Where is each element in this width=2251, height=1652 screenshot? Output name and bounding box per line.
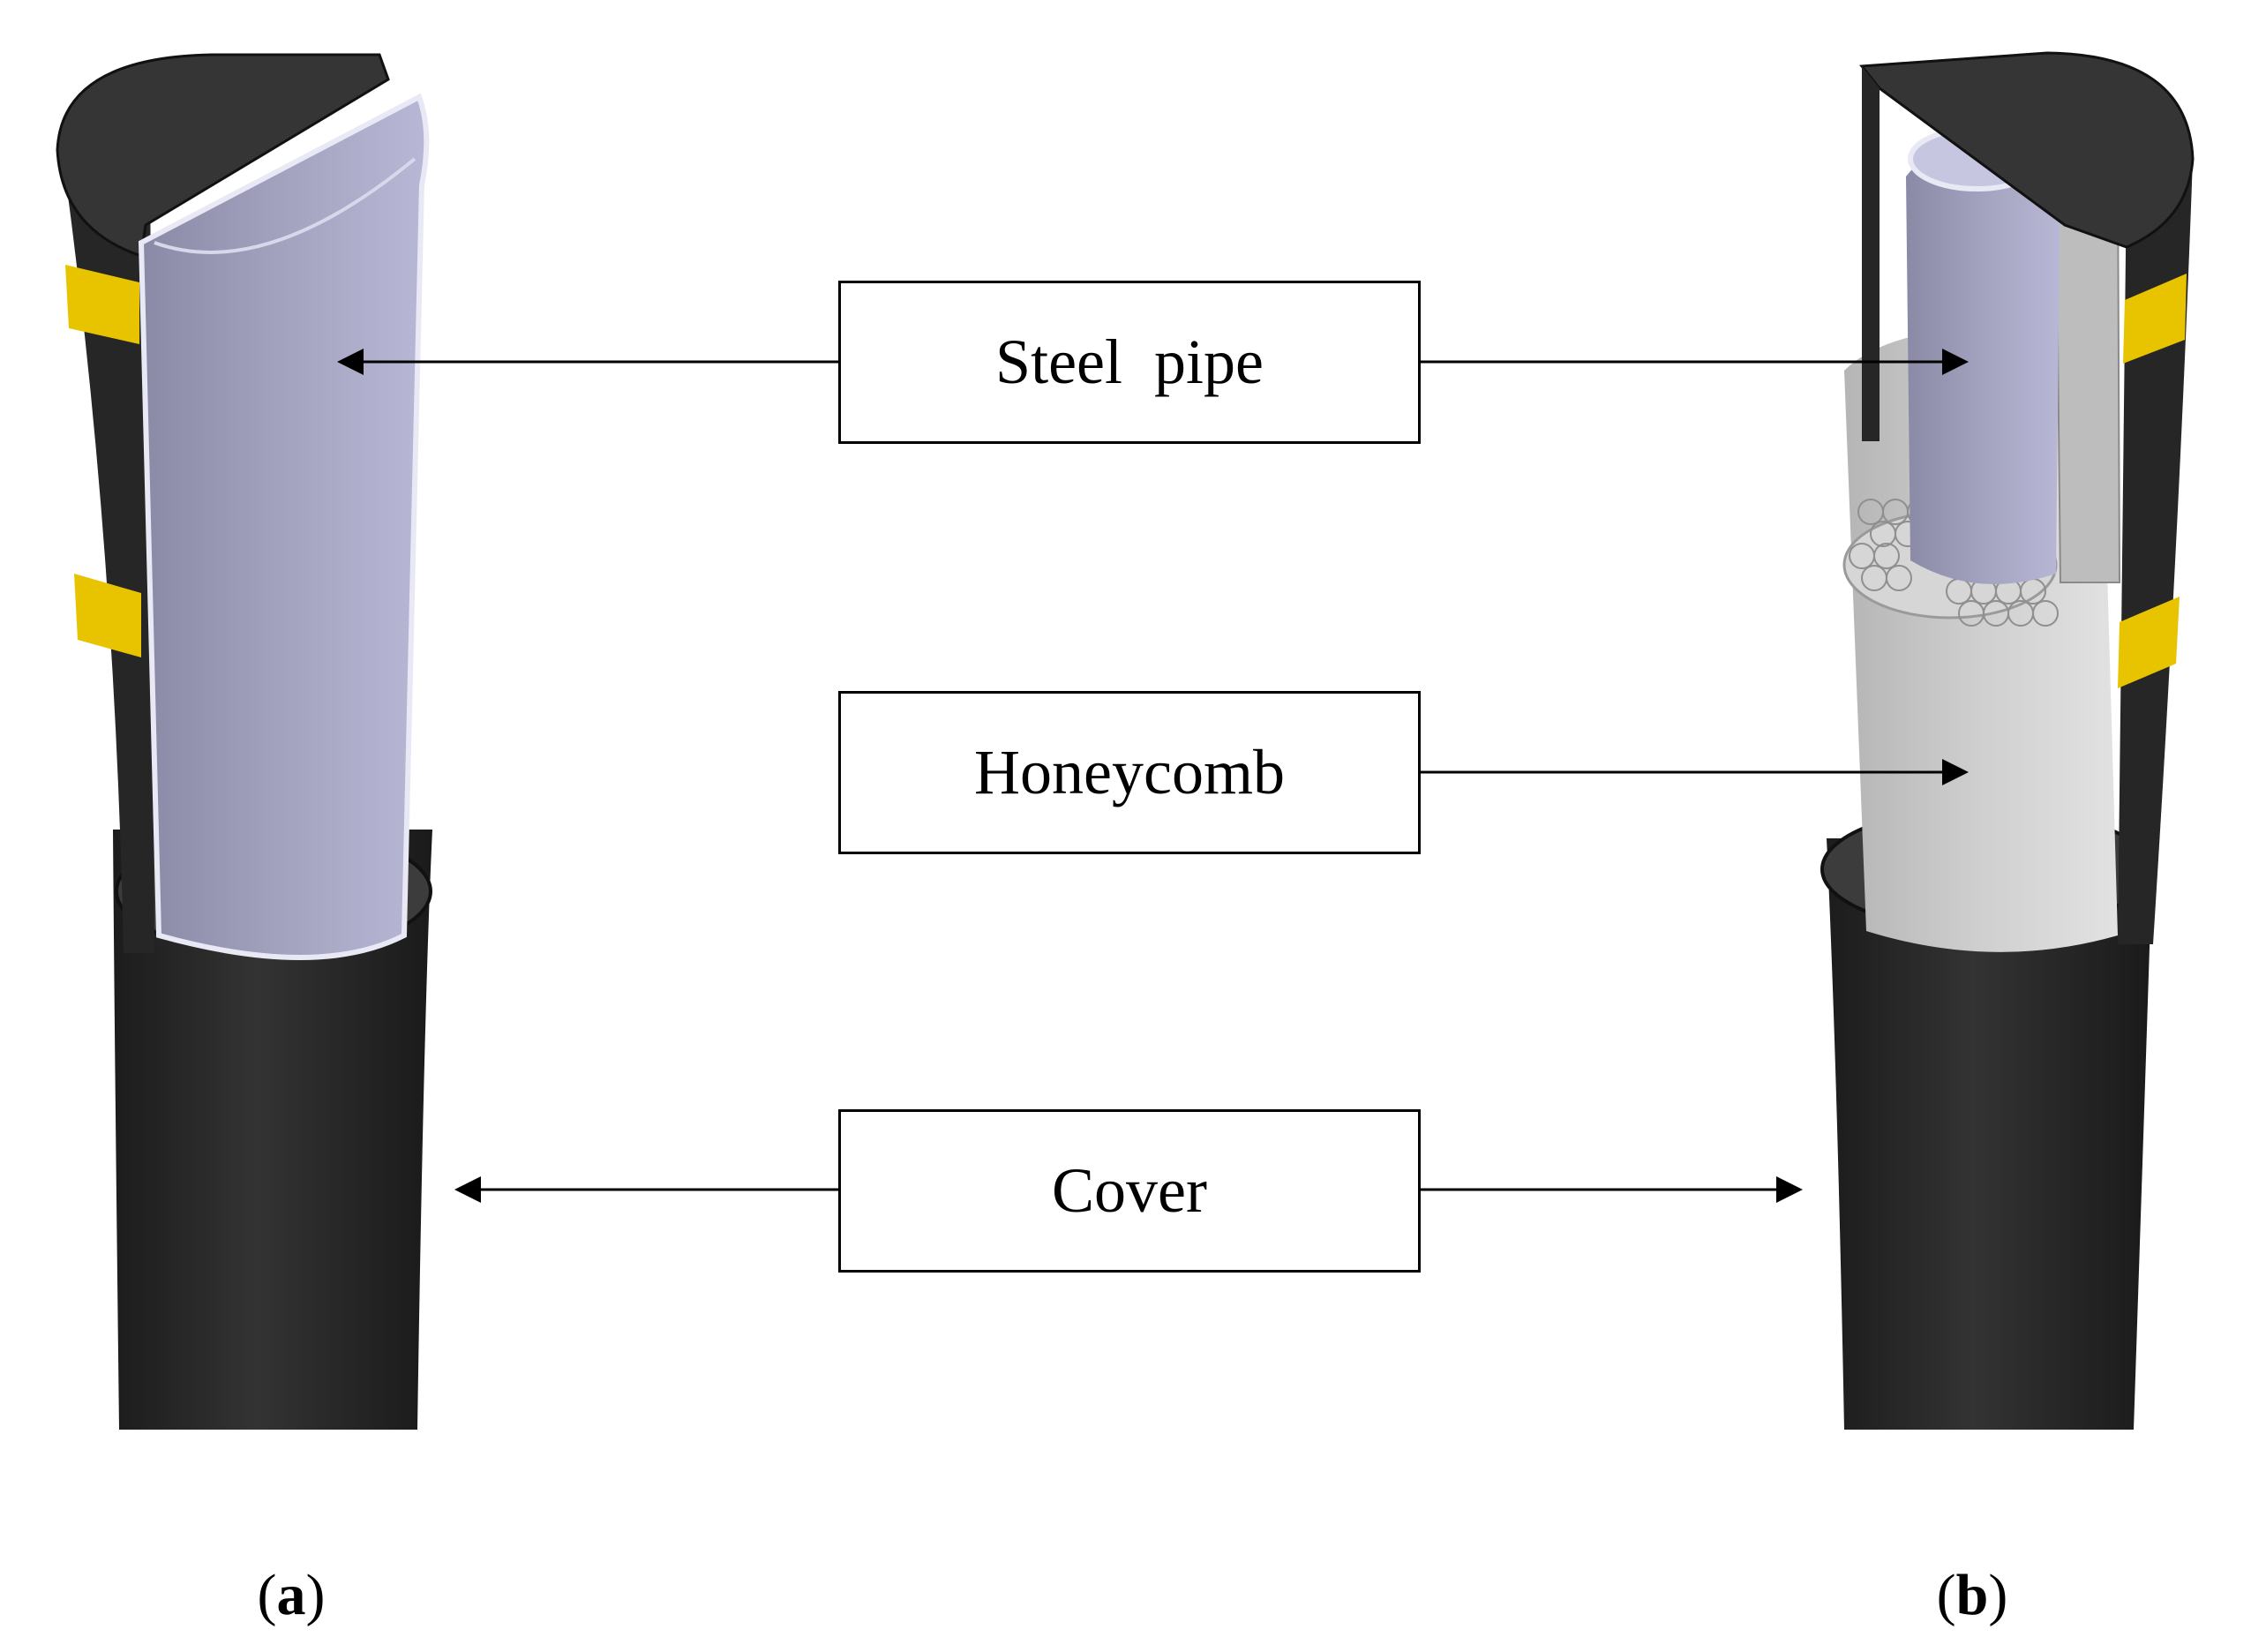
bollard-a-reflective-stripe-2 [74, 574, 141, 657]
bollard-b-reflective-stripe-2 [2118, 597, 2180, 688]
bollard-b-steel-pipe [1906, 136, 2060, 584]
bollard-a-reflective-stripe-1 [65, 265, 139, 344]
bollard-a-upper-cover [62, 150, 154, 953]
steel-pipe-label: Steel pipe [838, 281, 1421, 444]
bollard-b-honeycomb-cells [1849, 499, 2059, 627]
caption-b-close: ) [1988, 1563, 2008, 1627]
arrows [337, 349, 1969, 1203]
caption-a-letter: a [276, 1563, 306, 1627]
cover-label: Cover [838, 1109, 1421, 1273]
bollard-b-cap [1859, 51, 2195, 249]
bollard-a [56, 53, 432, 1430]
steel-pipe-label-text: Steel pipe [995, 327, 1264, 397]
bollard-b [1820, 51, 2195, 1430]
bollard-a-cap [56, 53, 390, 258]
caption-b-open: ( [1936, 1563, 1956, 1627]
honeycomb-label-text: Honeycomb [974, 737, 1285, 807]
caption-a-close: ) [305, 1563, 326, 1627]
bollard-b-cover-edge [1862, 66, 1880, 441]
bollard-a-cover [113, 830, 432, 1430]
caption-b: (b) [1884, 1562, 2060, 1629]
caption-b-letter: b [1955, 1563, 1989, 1627]
bollard-b-cover [1827, 838, 2153, 1430]
bollard-b-reflective-stripe-1 [2123, 274, 2187, 364]
honeycomb-label: Honeycomb [838, 691, 1421, 854]
bollard-a-steel-pipe [138, 93, 430, 960]
cover-label-text: Cover [1052, 1155, 1207, 1226]
caption-a-open: ( [257, 1563, 277, 1627]
bollard-a-pipe-inner [154, 157, 416, 254]
caption-a: (a) [203, 1562, 379, 1629]
